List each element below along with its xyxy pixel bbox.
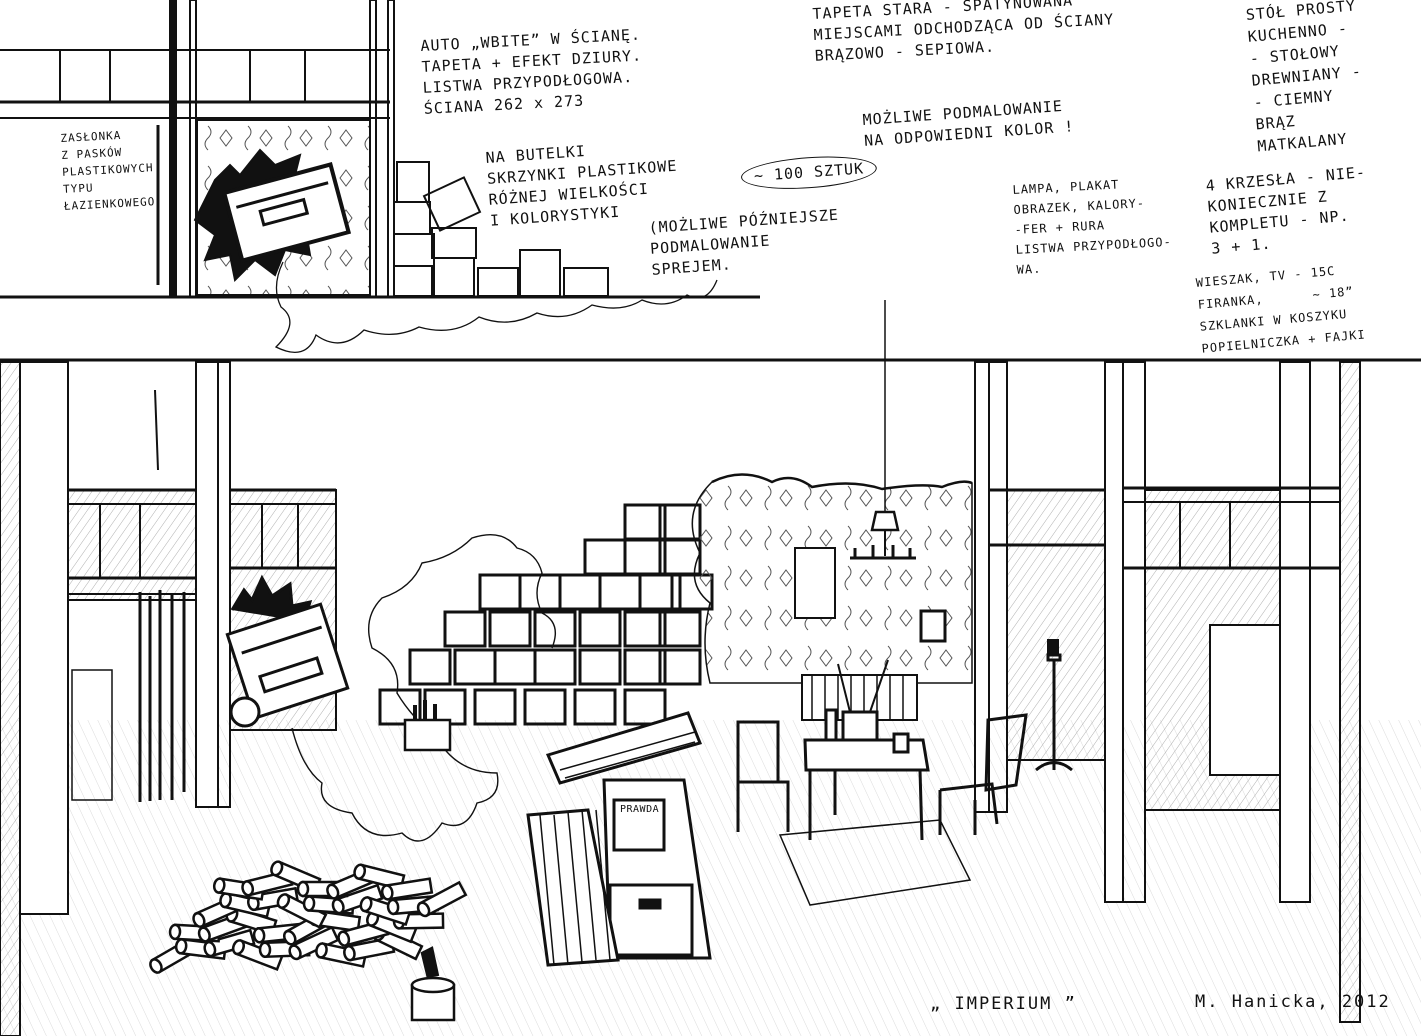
note-crates-count: ~ 100 SZTUK (740, 152, 879, 193)
drawing-title: „ IMPERIUM ” (930, 994, 1077, 1014)
log (416, 880, 468, 918)
outhouse-sign-label: PRAWDA (620, 804, 660, 815)
outhouse (526, 711, 712, 967)
crate (623, 648, 667, 686)
elevation-drawing (0, 0, 760, 353)
crate (658, 648, 702, 686)
crate (578, 610, 622, 648)
chopping-block (410, 946, 456, 1022)
dining-table (778, 659, 972, 906)
right-portal (974, 361, 1361, 1023)
crate (623, 688, 667, 726)
crate (408, 648, 452, 686)
crate (658, 610, 702, 648)
crate (488, 610, 532, 648)
left-portal (0, 361, 337, 1036)
chair-right (938, 713, 1028, 835)
car-in-wall (225, 574, 350, 728)
artist-signature: M. Hanicka, 2012 (1195, 992, 1391, 1012)
crate (378, 688, 422, 726)
crate (523, 688, 567, 726)
smoke-cloud (291, 534, 556, 842)
crate (473, 688, 517, 726)
note-car-in-wall: AUTO „WBITE” W ŚCIANĘ.TAPETA + EFEKT DZI… (420, 24, 645, 119)
note-line: ŁAZIENKOWEGO (63, 195, 156, 213)
bottle-crate (403, 700, 452, 752)
crate (623, 503, 667, 541)
crate (443, 610, 487, 648)
crate (533, 610, 577, 648)
crate (578, 648, 622, 686)
crate (573, 688, 617, 726)
firewood-pile (149, 860, 468, 974)
crate (533, 648, 577, 686)
log (353, 863, 406, 891)
chair-left (736, 720, 790, 832)
crate (623, 610, 667, 648)
log (380, 877, 434, 901)
